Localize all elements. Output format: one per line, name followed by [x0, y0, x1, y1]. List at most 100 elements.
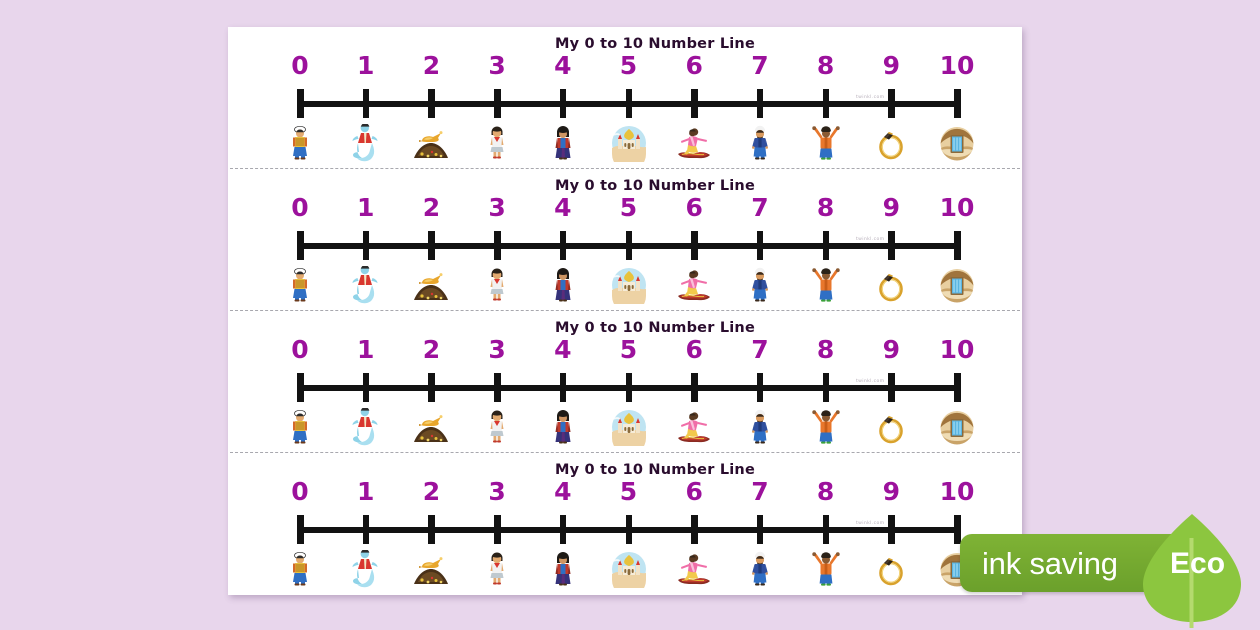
tick-mark — [888, 515, 895, 544]
tick-mark — [559, 515, 567, 544]
cut-line — [230, 452, 1020, 453]
tick-mark — [954, 515, 961, 544]
number-line-axis-area: 0 1 — [228, 27, 1022, 169]
cut-line — [230, 310, 1020, 311]
number-label: 1 — [356, 477, 375, 506]
tick-mark — [297, 515, 304, 544]
number-label: 2 — [422, 335, 441, 364]
aladdin-boy-icon — [280, 124, 320, 162]
number-label: 0 — [291, 335, 309, 364]
cheering-man-icon — [806, 408, 846, 446]
number-label: 0 — [291, 51, 309, 80]
number-line-axis-area: 0 1 — [228, 311, 1022, 453]
palace-guard-icon — [740, 124, 780, 162]
girl-icon — [477, 266, 517, 304]
genie-icon — [346, 266, 386, 304]
tick-mark — [297, 373, 304, 402]
number-line-title: My 0 to 10 Number Line — [555, 36, 755, 52]
tick-mark — [494, 515, 501, 544]
number-label: 8 — [816, 193, 835, 222]
tick-mark — [559, 231, 567, 260]
tick-mark — [954, 231, 961, 260]
ring-icon — [871, 550, 911, 588]
tick-mark — [362, 231, 370, 260]
watermark: twinkl.com — [856, 521, 885, 526]
number-label: 3 — [488, 193, 506, 222]
cave-door-icon — [937, 124, 977, 162]
tick-mark — [691, 515, 698, 544]
number-line-title: My 0 to 10 Number Line — [555, 320, 755, 336]
aladdin-boy-icon — [280, 266, 320, 304]
number-label: 1 — [356, 51, 375, 80]
woman-in-robes-icon — [543, 124, 583, 162]
tick-mark — [428, 373, 435, 402]
tick-mark — [494, 89, 501, 118]
number-label: 6 — [685, 193, 703, 222]
number-label: 9 — [882, 193, 900, 222]
watermark: twinkl.com — [856, 237, 885, 242]
tick-mark — [954, 89, 961, 118]
tick-mark — [559, 373, 567, 402]
magic-lamp-treasure-icon — [411, 550, 451, 588]
tick-mark — [822, 373, 830, 402]
number-label: 8 — [816, 335, 835, 364]
number-label: 7 — [751, 51, 769, 80]
number-label: 10 — [939, 51, 975, 80]
magic-carpet-icon — [674, 124, 714, 162]
ring-icon — [871, 266, 911, 304]
number-label: 7 — [751, 193, 769, 222]
number-label: 4 — [554, 51, 572, 80]
number-label: 6 — [685, 51, 703, 80]
girl-icon — [477, 408, 517, 446]
eco-ink-label: ink saving — [982, 546, 1118, 581]
tick-mark — [822, 89, 830, 118]
number-label: 4 — [554, 477, 572, 506]
number-label: 3 — [488, 335, 506, 364]
palace-icon — [609, 408, 649, 446]
number-label: 5 — [619, 477, 638, 506]
number-label: 1 — [356, 335, 375, 364]
number-label: 3 — [488, 477, 506, 506]
number-label: 2 — [422, 477, 441, 506]
number-label: 6 — [685, 477, 703, 506]
watermark: twinkl.com — [856, 95, 885, 100]
number-label: 4 — [554, 335, 572, 364]
cheering-man-icon — [806, 124, 846, 162]
number-line-axis-area: 0 1 — [228, 453, 1022, 595]
genie-icon — [346, 124, 386, 162]
number-label: 3 — [488, 51, 506, 80]
number-label: 9 — [882, 477, 900, 506]
magic-carpet-icon — [674, 408, 714, 446]
woman-in-robes-icon — [543, 408, 583, 446]
aladdin-boy-icon — [280, 550, 320, 588]
tick-mark — [625, 515, 632, 544]
magic-lamp-treasure-icon — [411, 124, 451, 162]
number-label: 9 — [882, 335, 900, 364]
magic-carpet-icon — [674, 266, 714, 304]
woman-in-robes-icon — [543, 550, 583, 588]
palace-guard-icon — [740, 266, 780, 304]
tick-mark — [625, 231, 632, 260]
number-label: 6 — [685, 335, 703, 364]
tick-mark — [494, 231, 501, 260]
tick-mark — [888, 89, 895, 118]
tick-mark — [428, 89, 435, 118]
tick-mark — [756, 515, 764, 544]
number-label: 1 — [356, 193, 375, 222]
tick-mark — [822, 231, 830, 260]
tick-mark — [888, 373, 895, 402]
ring-icon — [871, 408, 911, 446]
number-line-title: My 0 to 10 Number Line — [555, 462, 755, 478]
girl-icon — [477, 550, 517, 588]
tick-mark — [691, 89, 698, 118]
number-label: 8 — [816, 477, 835, 506]
tick-mark — [362, 89, 370, 118]
tick-mark — [954, 373, 961, 402]
number-label: 7 — [751, 477, 769, 506]
number-label: 5 — [619, 51, 638, 80]
tick-mark — [888, 231, 895, 260]
magic-lamp-treasure-icon — [411, 408, 451, 446]
palace-icon — [609, 124, 649, 162]
